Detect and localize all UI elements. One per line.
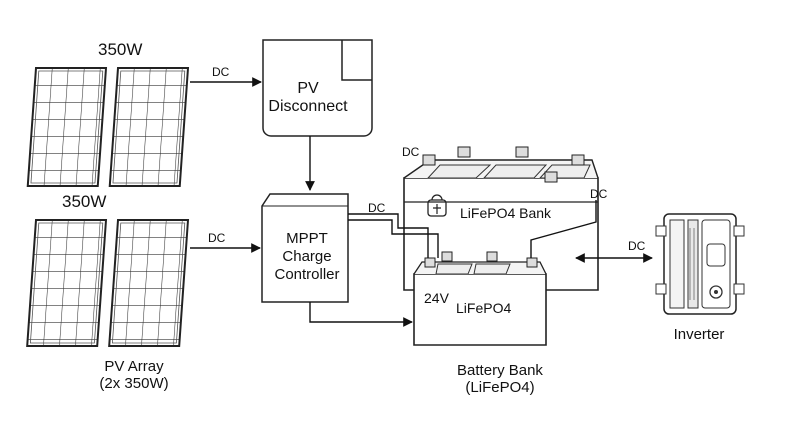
wire-bank-series <box>530 200 597 258</box>
small-battery-voltage: 24V <box>424 290 449 306</box>
inverter-unit <box>655 213 745 315</box>
pv-disconnect-label: PV Disconnect <box>268 80 348 117</box>
dc-label-bank-top: DC <box>402 145 420 159</box>
dc-label-controller: DC <box>368 201 386 215</box>
inverter-label: Inverter <box>673 326 725 343</box>
pv-disconnect-line2: Disconnect <box>268 98 348 116</box>
wires <box>190 77 653 327</box>
dc-label-inverter: DC <box>628 239 646 253</box>
pv-disconnect-box <box>262 39 373 137</box>
solar-panel-4 <box>108 219 190 347</box>
dc-label-bottom: DC <box>208 231 226 245</box>
large-battery-label: LiFePO4 Bank <box>460 205 552 221</box>
solar-panel-2 <box>108 67 190 187</box>
bottom-panel-wattage: 350W <box>62 192 107 211</box>
pv-array-label: PV Array (2x 350W) <box>88 358 180 393</box>
battery-small <box>413 251 547 346</box>
pv-disconnect-line1: PV <box>297 80 319 97</box>
battery-bank-caption-line1: Battery Bank <box>457 362 543 379</box>
battery-bank-caption-line2: (LiFePO4) <box>465 379 535 397</box>
small-battery-label: LiFePO4 <box>456 300 512 316</box>
solar-panel-3 <box>26 219 108 347</box>
solar-panel-1 <box>26 67 108 187</box>
wire-controller-to-bank-neg <box>348 219 439 258</box>
charge-controller-line3: Controller <box>274 266 340 283</box>
charge-controller-label: MPPT Charge Controller <box>266 230 348 284</box>
dc-label-bank-side: DC <box>590 187 608 201</box>
battery-bank-caption: Battery Bank (LiFePO4) <box>440 362 560 397</box>
pv-array-label-line1: PV Array <box>104 358 164 375</box>
charge-controller-line1: MPPT <box>286 230 328 247</box>
wire-controller-to-battery <box>309 302 413 327</box>
charge-controller-line2: Charge <box>282 248 332 265</box>
dc-label-top: DC <box>212 65 230 79</box>
wire-controller-to-bank-pos <box>348 213 429 258</box>
charge-controller-box <box>261 193 349 303</box>
pv-array-label-line2: (2x 350W) <box>99 375 169 393</box>
top-panel-wattage: 350W <box>98 40 143 59</box>
